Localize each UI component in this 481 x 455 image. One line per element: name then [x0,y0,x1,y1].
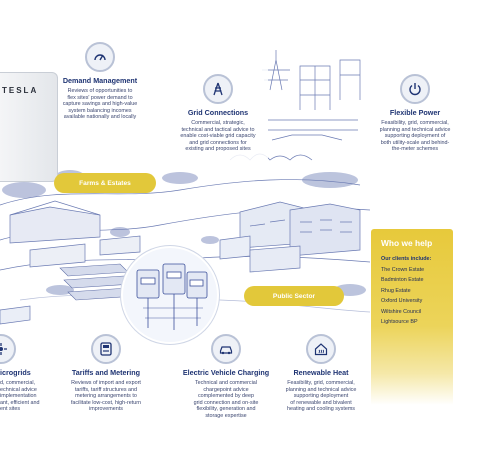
desc-line: supporting deployment of [384,133,446,140]
power-button-icon [400,74,430,104]
desc-line: complemented by deep [197,393,255,400]
client-item: Badminton Estate [381,277,424,284]
desc-line: of renewable and bivalent [290,399,352,406]
service-grid-connections: Grid Connections Commercial, strategic, … [170,74,266,153]
client-item: Rhug Estate [381,287,411,294]
client-item: Lightsource BP [381,318,418,325]
farms-estates-pill[interactable]: Farms & Estates [54,173,156,193]
desc-line: supporting deployment [293,393,349,400]
who-we-help-title: Who we help [381,238,433,248]
desc-line: Feasibility, grid, commercial, [287,380,355,386]
service-title: Demand Management [62,76,138,85]
meter-icon [91,334,121,364]
service-title: Grid Connections [187,108,249,117]
service-tariffs-metering: Tariffs and Metering Reviews of import a… [62,334,150,413]
desc-line: echnical advice [0,386,37,393]
desc-line: ent sites [0,406,21,413]
desc-line: tariffs, tariff structures and [74,386,138,393]
desc-line: Reviews of opportunities to [67,88,133,94]
service-desc: Technical and commercial chargepoint adv… [180,380,272,420]
desc-line: metering arrangements to [75,393,137,400]
service-title: Tariffs and Metering [71,368,141,377]
desc-line: system balancing incomes [68,107,132,114]
service-title: Electric Vehicle Charging [182,368,270,377]
meter-closeup-image [121,246,219,344]
desc-line: planning and technical advice [285,386,357,393]
desc-line: implementation [0,393,37,400]
desc-line: flex sites' power demand to [67,94,133,101]
tesla-powerwall-image: TESLA [0,72,58,182]
service-desc: d, commercial, echnical advice implement… [0,380,46,413]
desc-line: grid connection and on-site [193,399,259,406]
tesla-logo: TESLA [2,86,39,95]
service-desc: Feasibility, grid, commercial, planning … [276,380,366,413]
service-desc: Commercial, strategic, technical and tac… [170,120,266,153]
pylon-icon [203,74,233,104]
desc-line: enable cost-viable grid capacity [180,133,256,140]
desc-line: capture savings and high-value [62,101,138,108]
desc-line: facilitate low-cost, high-return [70,399,142,406]
service-ev-charging: Electric Vehicle Charging Technical and … [180,334,272,420]
service-renewable-heat: Renewable Heat Feasibility, grid, commer… [276,334,366,413]
desc-line: technical and tactical advice to [181,126,255,133]
gauge-icon [85,42,115,72]
service-title: Renewable Heat [293,368,349,377]
service-demand-management: Demand Management Reviews of opportuniti… [56,42,144,121]
client-item: Oxford University [381,298,423,305]
desc-line: Technical and commercial [194,380,258,386]
desc-line: flexibility, generation and [196,406,256,413]
service-desc: Reviews of opportunities to flex sites' … [56,88,144,121]
desc-line: and grid connections for [189,139,247,146]
desc-line: storage expertise [205,412,247,419]
desc-line: improvements [89,406,123,413]
ev-car-icon [211,334,241,364]
desc-line: Reviews of import and export [71,380,141,386]
desc-line: available nationally and locally [63,114,137,121]
service-title: icrogrids [0,368,31,377]
desc-line: the-meter schemes [391,146,439,153]
who-we-help-panel: Who we help Our clients include: The Cro… [371,229,453,405]
house-heat-icon [306,334,336,364]
client-item: Wiltshire Council [381,308,422,315]
service-desc: Feasibility, grid, commercial, planning … [372,120,458,153]
desc-line: chargepoint advice [203,386,249,393]
service-desc: Reviews of import and export tariffs, ta… [62,380,150,413]
client-item: The Crown Estate [381,267,425,273]
service-microgrids: icrogrids d, commercial, echnical advice… [0,334,46,413]
desc-line: existing and proposed sites [185,146,251,153]
clients-subtitle: Our clients include: [381,256,432,262]
desc-line: Commercial, strategic, [191,120,245,126]
public-sector-pill[interactable]: Public Sector [244,286,344,306]
desc-line: planning and technical advice [379,126,451,133]
microgrid-icon [0,334,16,364]
desc-line: ant, efficient and [0,399,40,406]
service-title: Flexible Power [389,108,441,117]
desc-line: Feasibility, grid, commercial, [381,120,449,126]
service-flexible-power: Flexible Power Feasibility, grid, commer… [372,74,458,153]
desc-line: d, commercial, [0,380,36,386]
desc-line: heating and cooling systems [286,406,356,413]
desc-line: both utility-scale and behind- [380,139,450,146]
